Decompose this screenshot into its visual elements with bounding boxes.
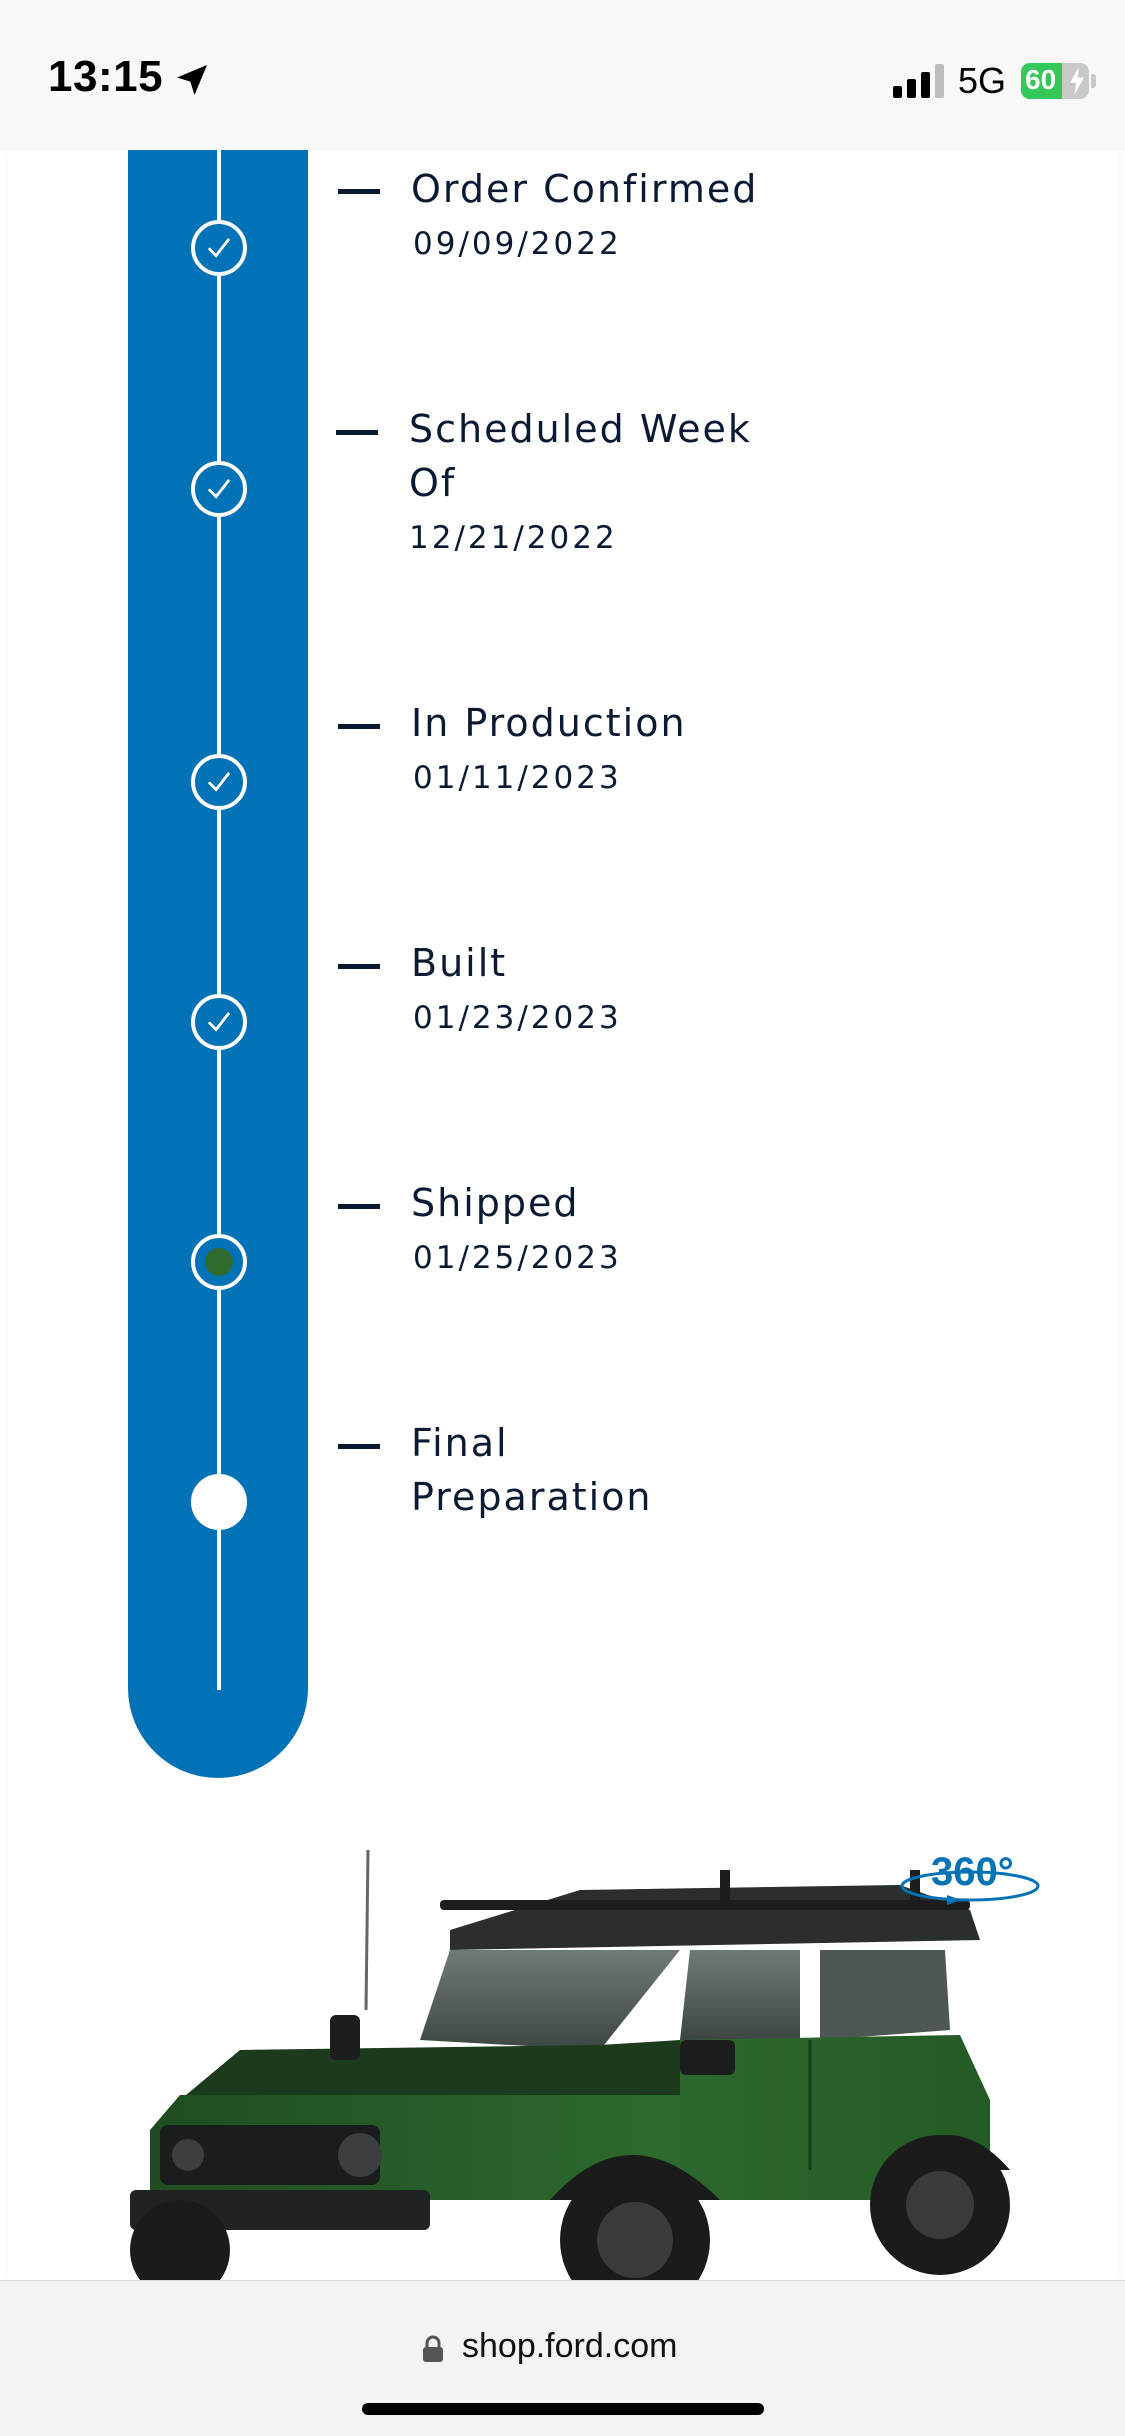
view-360-button[interactable]: 360° — [895, 1850, 1045, 1910]
status-time: 13:15 — [48, 52, 164, 101]
location-arrow-icon — [177, 65, 207, 95]
view-360-label: 360° — [931, 1850, 1014, 1894]
step-complete-check-icon — [191, 461, 247, 517]
step-title: Scheduled Week Of — [409, 407, 752, 505]
battery-fill — [1021, 63, 1062, 99]
step-title: Order Confirmed — [411, 167, 759, 211]
step-title: In Production — [411, 701, 687, 745]
step-title: Final Preparation — [411, 1421, 653, 1519]
current-step-dot — [205, 1248, 233, 1276]
vehicle-image[interactable] — [120, 1840, 1060, 2280]
step-pending-indicator — [191, 1474, 247, 1530]
step-dash — [338, 1444, 380, 1449]
step-complete-check-icon — [191, 754, 247, 810]
lock-icon — [423, 2335, 443, 2362]
step-date: 12/21/2022 — [409, 520, 618, 556]
status-bar: 13:15 5G 60 — [0, 0, 1125, 150]
step-date: 01/23/2023 — [413, 1000, 622, 1036]
battery-indicator: 60 — [1021, 63, 1089, 99]
step-dash — [338, 724, 380, 729]
step-title: Built — [411, 941, 508, 985]
step-date: 01/25/2023 — [413, 1240, 622, 1276]
step-dash — [336, 430, 378, 435]
url-text[interactable]: shop.ford.com — [462, 2327, 678, 2365]
step-complete-check-icon — [191, 994, 247, 1050]
signal-bars-icon — [893, 64, 944, 98]
rotate-360-icon — [900, 1870, 1040, 1905]
step-date: 01/11/2023 — [413, 760, 622, 796]
step-complete-check-icon — [191, 220, 247, 276]
battery-charging-icon — [1070, 67, 1084, 95]
step-date: 09/09/2022 — [413, 226, 622, 262]
network-type: 5G — [958, 60, 1007, 101]
battery-cap — [1091, 74, 1096, 88]
battery-percent: 60 — [1025, 64, 1057, 95]
step-title: Shipped — [411, 1181, 580, 1225]
order-tracker-line — [217, 150, 221, 1690]
step-dash — [338, 1204, 380, 1209]
home-indicator[interactable] — [362, 2403, 764, 2415]
step-dash — [338, 189, 380, 194]
browser-address-bar[interactable]: shop.ford.com — [0, 2280, 1125, 2436]
step-dash — [338, 964, 380, 969]
step-current-indicator — [191, 1234, 247, 1290]
